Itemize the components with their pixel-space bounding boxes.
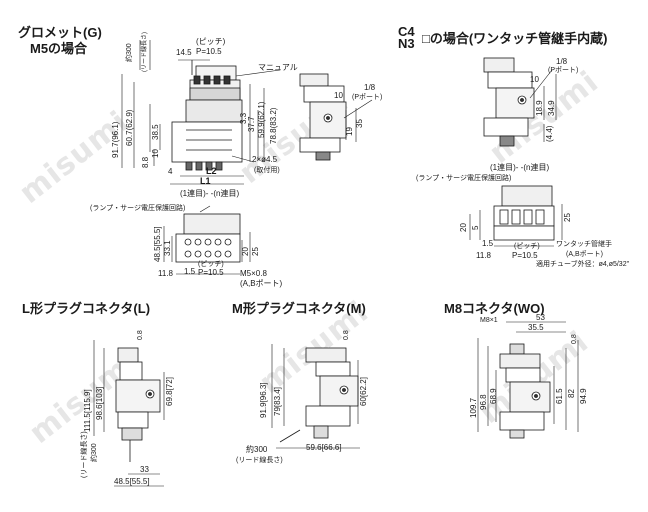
pitch-label: (ピッチ): [196, 37, 226, 46]
l1-label: L1: [200, 176, 211, 186]
dim-3-3: 3.3: [239, 112, 248, 124]
m8-dim-94-9: 94.9: [579, 388, 588, 404]
m8-dim-61-5: 61.5: [555, 388, 564, 404]
c4n3-dim-4-4: (4.4): [545, 125, 554, 142]
m8-dim-53: 53: [536, 313, 545, 322]
dim-78-8: 78.8(83.2): [269, 107, 278, 144]
c4n3-fitting: ワンタッチ管継手: [556, 239, 612, 248]
m-dim-79: 79[83.4]: [273, 387, 282, 416]
dim-59-9: 59.9(62.1): [257, 101, 266, 138]
dim-60-7: 60.7(62.9): [125, 109, 134, 146]
l-dim-98-6: 98.6[103]: [95, 387, 104, 420]
grommet-subtitle: M5の場合: [30, 41, 88, 56]
l-dim-33: 33: [140, 465, 149, 474]
dim-38-5: 38.5: [151, 124, 160, 140]
m-lead-note: (リード線長さ): [236, 455, 283, 464]
mounting-label: (取付用): [254, 165, 280, 174]
c4n3-title-a: C4: [398, 24, 415, 39]
side-dim-10: 10: [334, 91, 343, 100]
c4n3-dim-25: 25: [563, 213, 572, 222]
l-plug-title: L形プラグコネクタ(L): [22, 301, 151, 316]
c4n3-port-label: (Pポート): [548, 66, 578, 74]
c4n3-pitch: (ピッチ): [514, 242, 540, 250]
m-dim-59-6: 59.6[66.6]: [306, 443, 342, 452]
bottom-dim-11-8: 11.8: [158, 269, 174, 278]
c4n3-side-view: [483, 57, 535, 147]
dim-37-7: 37.7: [247, 116, 256, 132]
c4n3-dim-20: 20: [459, 223, 468, 232]
side-port-label: (Pポート): [352, 93, 382, 101]
grommet-side-view: [299, 73, 347, 161]
c4n3-surge: (ランプ・サージ電圧保護回路): [416, 173, 511, 182]
dim-10: 10: [151, 149, 160, 158]
side-port-size: 1/8: [364, 83, 376, 92]
bottom-dim-33-1: 33.1: [163, 240, 172, 256]
c4n3-pitch-value: P=10.5: [512, 251, 538, 260]
grommet-front-view: [171, 60, 243, 171]
c4n3-tube: 適用チューブ外径：ø4,ø5/32": [536, 259, 630, 268]
m-dim-91-9: 91.9[96.3]: [259, 382, 268, 418]
c4n3-dim-1-5: 1.5: [482, 239, 494, 248]
c4n3-title-b: N3: [398, 36, 415, 51]
bottom-pitch-value: P=10.5: [198, 268, 224, 277]
bottom-pitch: (ピッチ): [198, 260, 224, 268]
pitch-value: P=10.5: [196, 47, 222, 56]
bottom-m5-label: M5×0.8: [240, 269, 267, 278]
dim-91-7: 91.7(96.1): [111, 121, 120, 158]
m8-dim-35-5: 35.5: [528, 323, 544, 332]
l-dim-69-8: 69.8[72]: [165, 377, 174, 406]
side-dim-35: 35: [355, 119, 364, 128]
hole-label: 2×ø4.5: [252, 155, 278, 164]
m8-view: [499, 343, 551, 439]
m-plug-title: M形プラグコネクタ(M): [232, 301, 366, 316]
grommet-title: グロメット(G): [18, 25, 102, 40]
c4n3-dim-18-9: 18.9: [535, 100, 544, 116]
m8-dim-68-9: 68.9: [489, 388, 498, 404]
side-dim-19: 19: [345, 127, 354, 136]
manual-label: マニュアル: [258, 63, 298, 72]
l-dim-111-5: 111.5[115.9]: [83, 389, 92, 432]
m8-dim-0-8: 0.8: [571, 334, 578, 344]
l-lead-note: (リード線長さ): [79, 431, 88, 478]
m-dim-60: 60[62.2]: [359, 377, 368, 406]
m8-thread: M8×1: [480, 317, 498, 324]
c4n3-ab-port: (A,Bポート): [566, 250, 603, 258]
bottom-dim-1-5: 1.5: [184, 267, 196, 276]
m-lead-length: 約300: [246, 444, 268, 454]
grommet-bottom-view: [175, 213, 241, 263]
c4n3-dim-34-9: 34.9: [547, 100, 556, 116]
c4n3-stations: (1連目)- -(n連目): [490, 162, 549, 172]
bottom-dim-25: 25: [251, 247, 260, 256]
m8-dim-82: 82: [567, 389, 576, 398]
l-dim-0-8: 0.8: [137, 330, 144, 340]
surge-label: (ランプ・サージ電圧保護回路): [90, 203, 185, 212]
l-plug-view: [115, 347, 161, 462]
stations-label: (1連目)- -(n連目): [180, 188, 239, 198]
dim-4: 4: [168, 167, 173, 176]
m-dim-0-8: 0.8: [343, 330, 350, 340]
lead-length-label: 約300: [124, 43, 133, 62]
dim-14-5: 14.5: [176, 48, 192, 57]
c4n3-port-size: 1/8: [556, 57, 568, 66]
c4n3-bottom-view: [493, 185, 555, 241]
l-lead-length: 約300: [89, 443, 98, 462]
lead-length-note: (リード線長さ): [140, 32, 148, 72]
bottom-dim-20: 20: [241, 247, 250, 256]
bottom-dim-48-5: 48.5[55.5]: [153, 226, 162, 262]
m8-dim-96-8: 96.8: [479, 394, 488, 410]
m8-dim-109-7: 109.7: [469, 397, 478, 418]
dim-8-8: 8.8: [141, 156, 150, 168]
m8-title: M8コネクタ(WO): [444, 301, 545, 316]
m-plug-view: [279, 347, 359, 443]
l-dim-48-5: 48.5[55.5]: [114, 477, 150, 486]
c4n3-dim-11-8: 11.8: [476, 251, 492, 260]
c4n3-dim-10: 10: [530, 75, 539, 84]
l2-label: L2: [206, 166, 217, 176]
c4n3-dim-5: 5: [471, 225, 480, 230]
c4n3-title: □の場合(ワンタッチ管継手内蔵): [422, 31, 608, 46]
bottom-ab-port: (A,Bポート): [240, 279, 283, 288]
